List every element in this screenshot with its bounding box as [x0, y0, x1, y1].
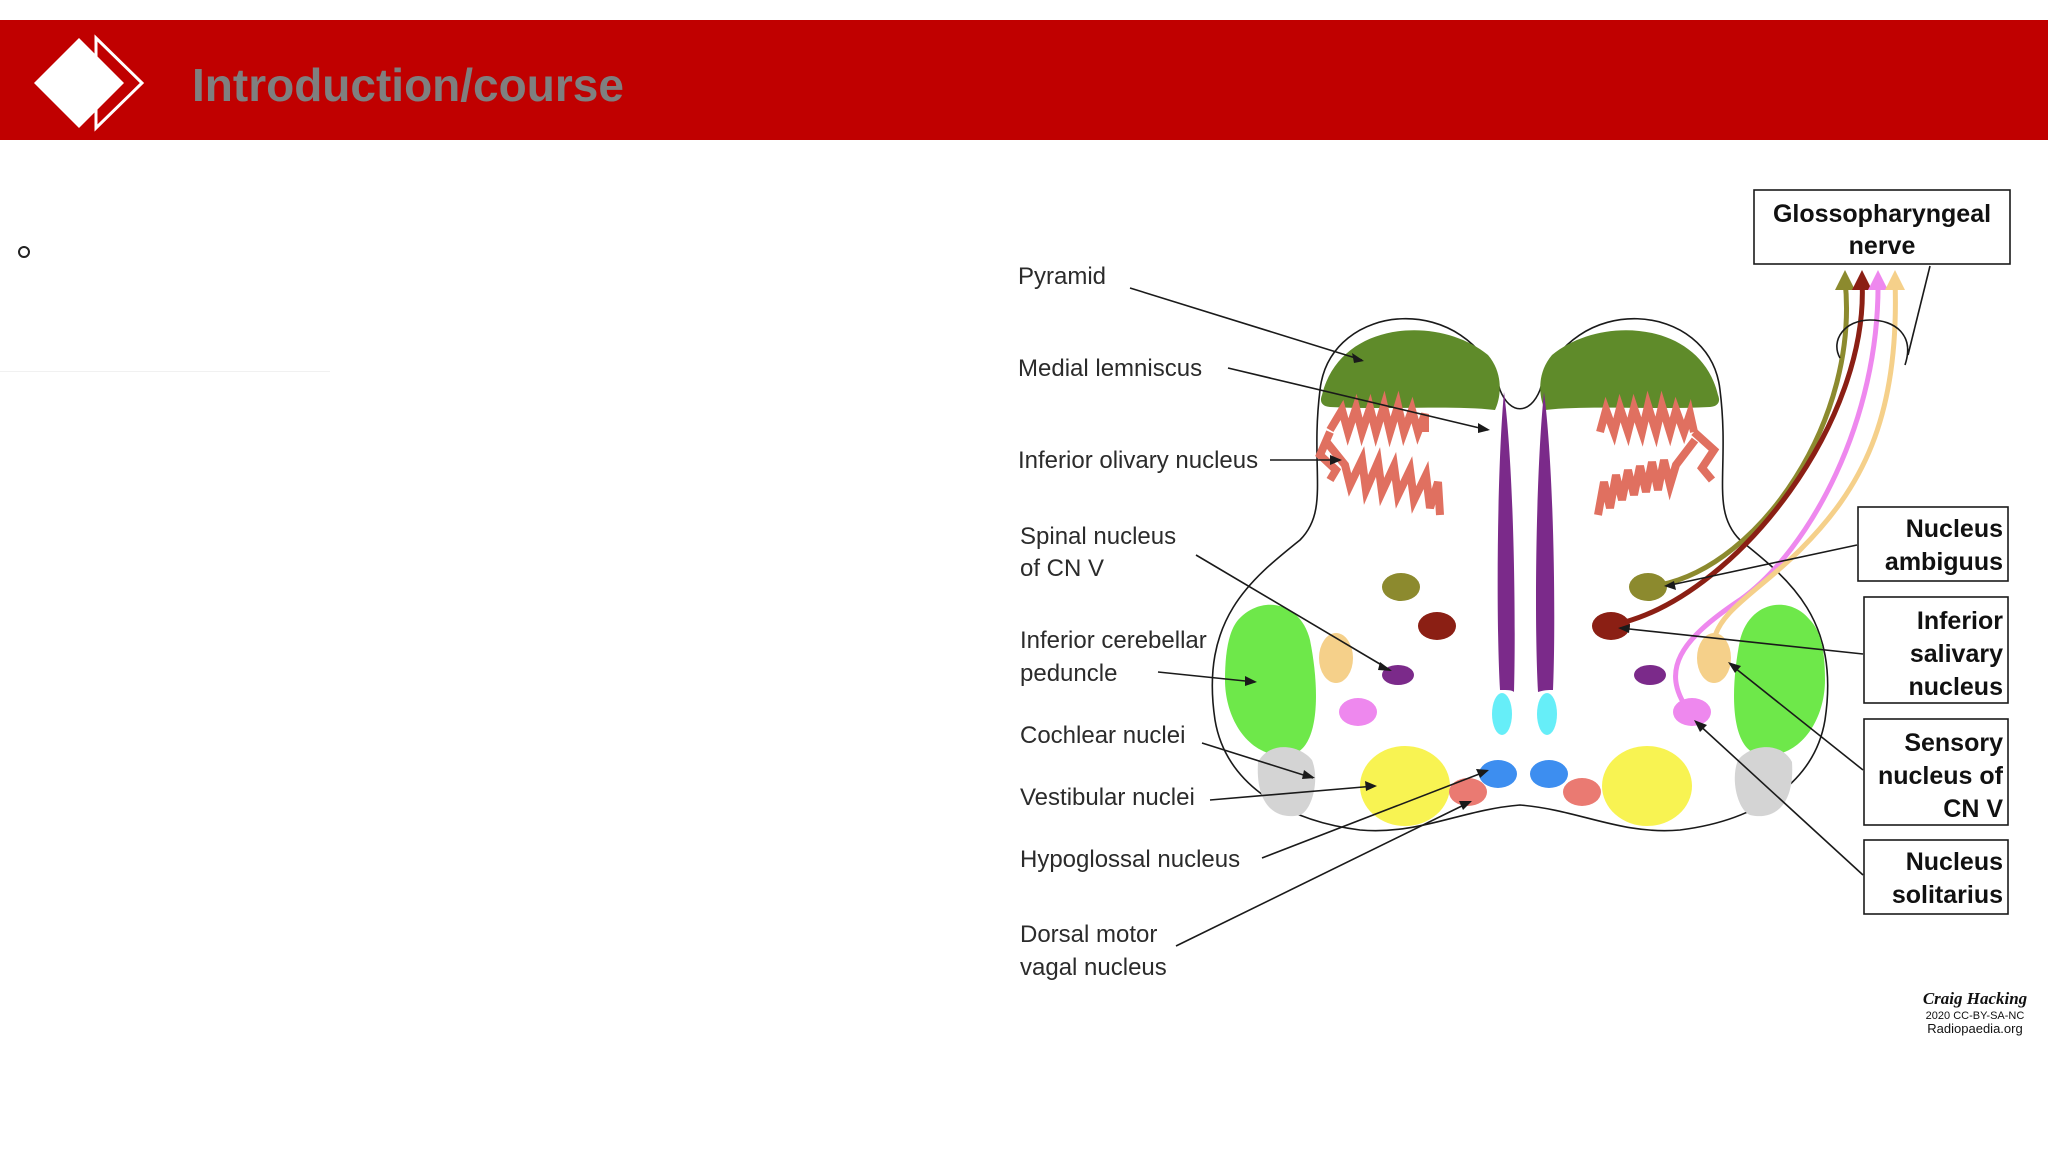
label-medial-lemniscus: Medial lemniscus [1018, 355, 1202, 382]
box-salivary-line2: salivary [1910, 640, 2003, 668]
slide-title: Introduction/course [192, 59, 624, 111]
label-vestibular: Vestibular nuclei [1020, 784, 1195, 811]
label-icp-line2: peduncle [1020, 660, 1117, 687]
credit-signature: Craig Hacking [1923, 989, 2028, 1008]
right-spinal-cnv [1697, 633, 1731, 683]
divider-line [0, 371, 330, 372]
right-medial-lemniscus [1536, 392, 1555, 692]
left-canal [1492, 693, 1512, 735]
right-olive-mid [1594, 437, 1699, 516]
box-inferior-salivary [1863, 596, 2009, 704]
box-nucleus-ambiguus [1857, 506, 2009, 582]
left-cochlear [1257, 747, 1316, 817]
arrow-ambiguus [1835, 270, 1855, 290]
left-olive-side [1315, 430, 1342, 483]
right-canal [1537, 693, 1557, 735]
left-dmv [1449, 778, 1487, 806]
fibre-spinal-cnv [1711, 279, 1898, 641]
left-hypoglossal [1479, 760, 1517, 788]
hollow-circle-bullet-icon [18, 246, 30, 258]
box-ambiguus-line2: ambiguus [1885, 548, 2003, 576]
left-medial-lemniscus [1497, 392, 1515, 692]
left-spinal-cnv [1319, 633, 1353, 683]
header-bar [0, 20, 2048, 140]
label-inferior-olivary: Inferior olivary nucleus [1018, 447, 1258, 474]
label-icp-line1: Inferior cerebellar [1020, 627, 1207, 654]
credit-site: Radiopaedia.org [1927, 1021, 2022, 1036]
label-cochlear: Cochlear nuclei [1020, 722, 1185, 749]
box-sensory-cnv [1863, 718, 2009, 826]
label-dmv-line2: vagal nucleus [1020, 954, 1167, 981]
right-dmv [1563, 778, 1601, 806]
label-hypoglossal: Hypoglossal nucleus [1020, 846, 1240, 873]
left-icp [1225, 604, 1316, 756]
right-olive-top [1596, 390, 1698, 448]
label-dmv-line1: Dorsal motor [1020, 921, 1157, 948]
box-glossopharyngeal-line2: nerve [1849, 232, 1916, 260]
left-vestibular [1360, 746, 1450, 826]
credit-license: 2020 CC-BY-SA-NC [1926, 1010, 2025, 1022]
right-pyramid [1540, 330, 1720, 410]
right-olive-side [1691, 429, 1720, 483]
label-spinal-cnv-line1: Spinal nucleus [1020, 523, 1176, 550]
nerve-brace [1836, 319, 1909, 366]
left-salivary [1418, 612, 1456, 640]
box-salivary-line3: nucleus [1909, 673, 2003, 701]
box-sensory-line3: CN V [1943, 795, 2003, 823]
left-solitarius [1339, 698, 1377, 726]
box-salivary-line1: Inferior [1917, 607, 2003, 635]
arrow-solitarius [1868, 270, 1888, 290]
box-nucleus-solitarius [1863, 839, 2009, 915]
left-olive-mid [1321, 437, 1444, 516]
box-solitarius-line2: solitarius [1892, 881, 2003, 909]
box-solitarius-line1: Nucleus [1906, 848, 2003, 876]
right-salivary [1592, 612, 1630, 640]
box-glossopharyngeal [1753, 189, 2011, 265]
fibre-salivary [1624, 279, 1865, 625]
arrow-spinal-cnv [1885, 270, 1905, 290]
fibre-ambiguus [1659, 279, 1849, 588]
diamond-logo-icon [34, 34, 145, 132]
right-cochlear [1734, 747, 1793, 817]
left-pyramid [1320, 330, 1500, 410]
box-sensory-line2: nucleus of [1878, 762, 2004, 790]
left-ambiguus [1382, 573, 1420, 601]
right-hypoglossal [1530, 760, 1568, 788]
right-small-purple [1634, 665, 1666, 685]
label-spinal-cnv-line2: of CN V [1020, 555, 1104, 582]
box-glossopharyngeal-line1: Glossopharyngeal [1773, 200, 1991, 228]
arrow-salivary [1852, 270, 1872, 290]
label-pyramid: Pyramid [1018, 263, 1106, 290]
medulla-cross-section-diagram: Pyramid Medial lemniscus Inferior olivar… [1018, 189, 2028, 1036]
right-vestibular [1602, 746, 1692, 826]
box-ambiguus-line1: Nucleus [1906, 515, 2003, 543]
right-ambiguus [1629, 573, 1667, 601]
box-sensory-line1: Sensory [1904, 729, 2003, 757]
right-solitarius [1673, 698, 1711, 726]
